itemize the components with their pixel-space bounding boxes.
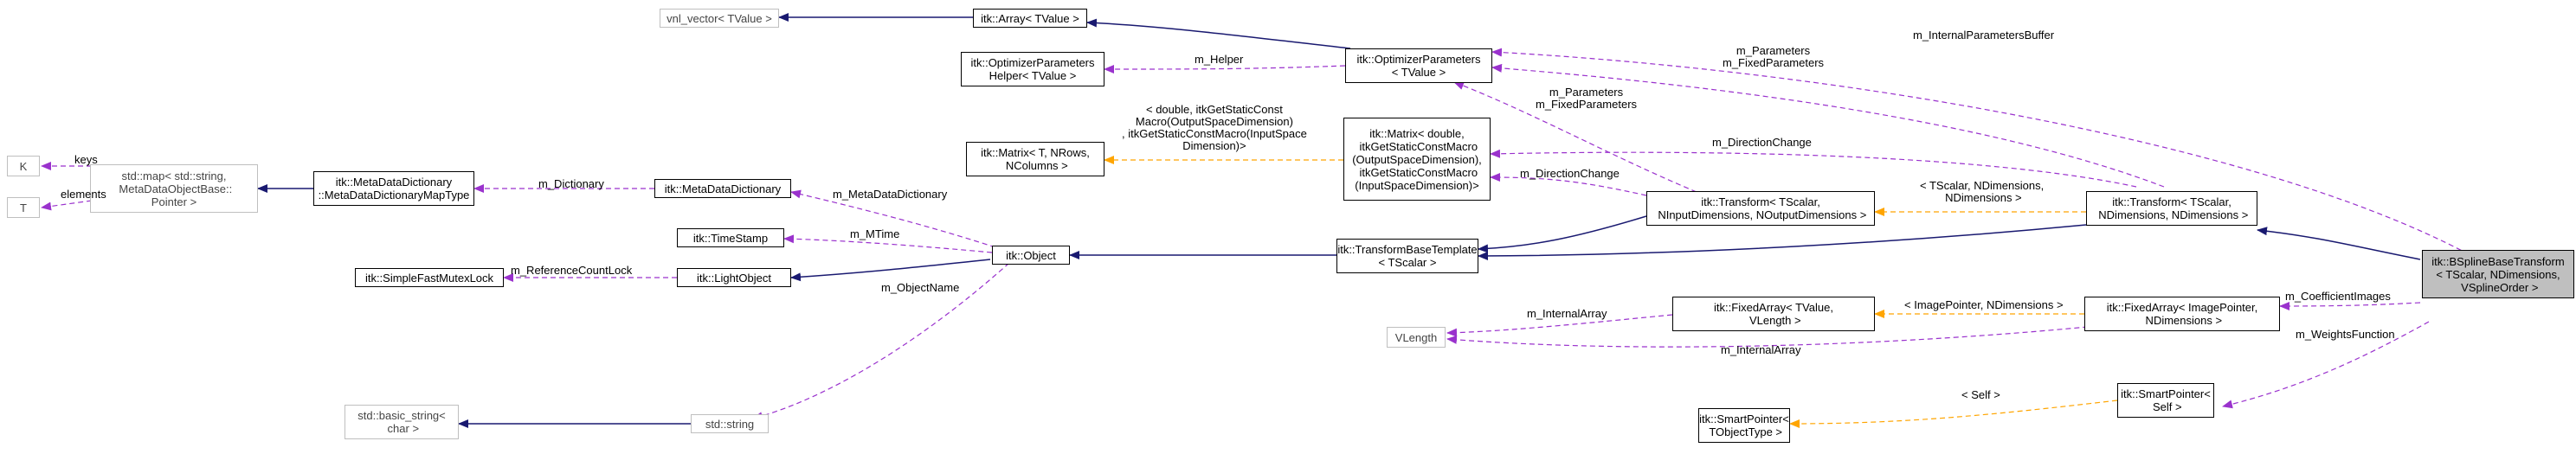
label-internal-array-top: m_InternalArray <box>1527 307 1607 320</box>
node-light-object[interactable]: itk::LightObject <box>677 268 791 287</box>
edge-bspline-to-transform-n <box>2257 227 2421 260</box>
node-std-string[interactable]: std::string <box>691 414 769 433</box>
label-internal-array-bottom: m_InternalArray <box>1721 343 1801 356</box>
label-parameters-fixed-mid: m_Parameters m_FixedParameters <box>1536 86 1638 111</box>
node-transform-base-template[interactable]: itk::TransformBaseTemplate < TScalar > <box>1336 239 1478 273</box>
node-bspline-base-transform[interactable]: itk::BSplineBaseTransform < TScalar, NDi… <box>2422 250 2574 298</box>
node-metadata-dictionary-maptype[interactable]: itk::MetaDataDictionary ::MetaDataDictio… <box>313 171 474 206</box>
label-elements: elements <box>61 188 106 201</box>
node-transform-n[interactable]: itk::Transform< TScalar, NDimensions, ND… <box>2086 191 2257 226</box>
label-self-args: < Self > <box>1961 388 2000 401</box>
node-fixed-array-tvalue[interactable]: itk::FixedArray< TValue, VLength > <box>1672 297 1875 331</box>
edge-internal-params-buffer <box>1491 48 2470 255</box>
edge-coefficient-images <box>2279 301 2421 310</box>
node-transform-in-out[interactable]: itk::Transform< TScalar, NInputDimension… <box>1646 191 1875 226</box>
label-transform-template-args: < TScalar, NDimensions, NDimensions > <box>1920 179 2045 204</box>
edge-metadata-dictionary <box>790 189 996 248</box>
node-smart-pointer-self[interactable]: itk::SmartPointer< Self > <box>2117 383 2214 418</box>
node-basic-string[interactable]: std::basic_string< char > <box>345 405 459 439</box>
node-array[interactable]: itk::Array< TValue > <box>973 9 1087 28</box>
edge-object-to-light-object <box>790 259 991 282</box>
edge-opt-params-to-array <box>1086 18 1351 49</box>
node-vnl-vector[interactable]: vnl_vector< TValue > <box>660 9 779 28</box>
label-fixed-array-template-args: < ImagePointer, NDimensions > <box>1904 298 2064 311</box>
node-timestamp[interactable]: itk::TimeStamp <box>677 228 784 247</box>
node-optimizer-parameters-helper[interactable]: itk::OptimizerParameters Helper< TValue … <box>961 52 1104 86</box>
node-k[interactable]: K <box>7 156 40 176</box>
label-dictionary: m_Dictionary <box>538 177 604 190</box>
edge-internal-array-top <box>1446 314 1673 337</box>
edge-object-name <box>752 262 1010 420</box>
edge-mtime <box>783 234 993 253</box>
label-keys: keys <box>74 153 98 166</box>
label-mtime: m_MTime <box>850 227 900 240</box>
label-coefficient-images: m_CoefficientImages <box>2285 290 2391 303</box>
edge-helper <box>1104 64 1346 74</box>
label-parameters-fixed-top: m_Parameters m_FixedParameters <box>1723 44 1825 69</box>
node-matrix-template[interactable]: itk::Matrix< T, NRows, NColumns > <box>966 142 1104 176</box>
node-simple-fast-mutex-lock[interactable]: itk::SimpleFastMutexLock <box>355 268 504 287</box>
edge-direction-from-transform-io <box>1490 173 1647 196</box>
edge-params-from-transform-n <box>1491 63 2165 188</box>
label-object-name: m_ObjectName <box>881 281 960 294</box>
node-smart-pointer-tobjecttype[interactable]: itk::SmartPointer< TObjectType > <box>1698 408 1790 443</box>
label-metadata-dictionary: m_MetaDataDictionary <box>833 188 948 201</box>
label-helper: m_Helper <box>1195 53 1244 66</box>
edge-weights-function <box>2222 321 2430 409</box>
label-weights-function: m_WeightsFunction <box>2296 328 2395 341</box>
edge-internal-array-bottom <box>1446 323 2123 348</box>
node-matrix-instance[interactable]: itk::Matrix< double, itkGetStaticConstMa… <box>1343 118 1491 201</box>
node-optimizer-parameters[interactable]: itk::OptimizerParameters < TValue > <box>1345 48 1492 83</box>
node-object[interactable]: itk::Object <box>992 246 1070 265</box>
label-internal-parameters-buffer: m_InternalParametersBuffer <box>1913 29 2055 42</box>
edge-smart-pointer-template <box>1789 400 2118 428</box>
node-std-map[interactable]: std::map< std::string, MetaDataObjectBas… <box>90 164 258 213</box>
node-vlength[interactable]: VLength <box>1387 327 1446 348</box>
label-matrix-template-args: < double, itkGetStaticConst Macro(Output… <box>1122 103 1307 152</box>
edge-transform-n-to-tbase <box>1478 224 2087 260</box>
label-direction-change-top: m_DirectionChange <box>1712 136 1812 149</box>
edge-elements <box>41 200 93 211</box>
node-t[interactable]: T <box>7 197 40 218</box>
node-fixed-array-image-pointer[interactable]: itk::FixedArray< ImagePointer, NDimensio… <box>2084 297 2280 331</box>
node-metadata-dictionary[interactable]: itk::MetaDataDictionary <box>654 179 791 198</box>
label-reference-count-lock: m_ReferenceCountLock <box>511 264 633 277</box>
edge-transform-io-to-tbase <box>1478 215 1647 253</box>
edge-direction-from-transform-n <box>1490 149 2137 188</box>
label-direction-change-mid: m_DirectionChange <box>1520 167 1620 180</box>
edge-params-from-transform-io <box>1453 81 1697 193</box>
